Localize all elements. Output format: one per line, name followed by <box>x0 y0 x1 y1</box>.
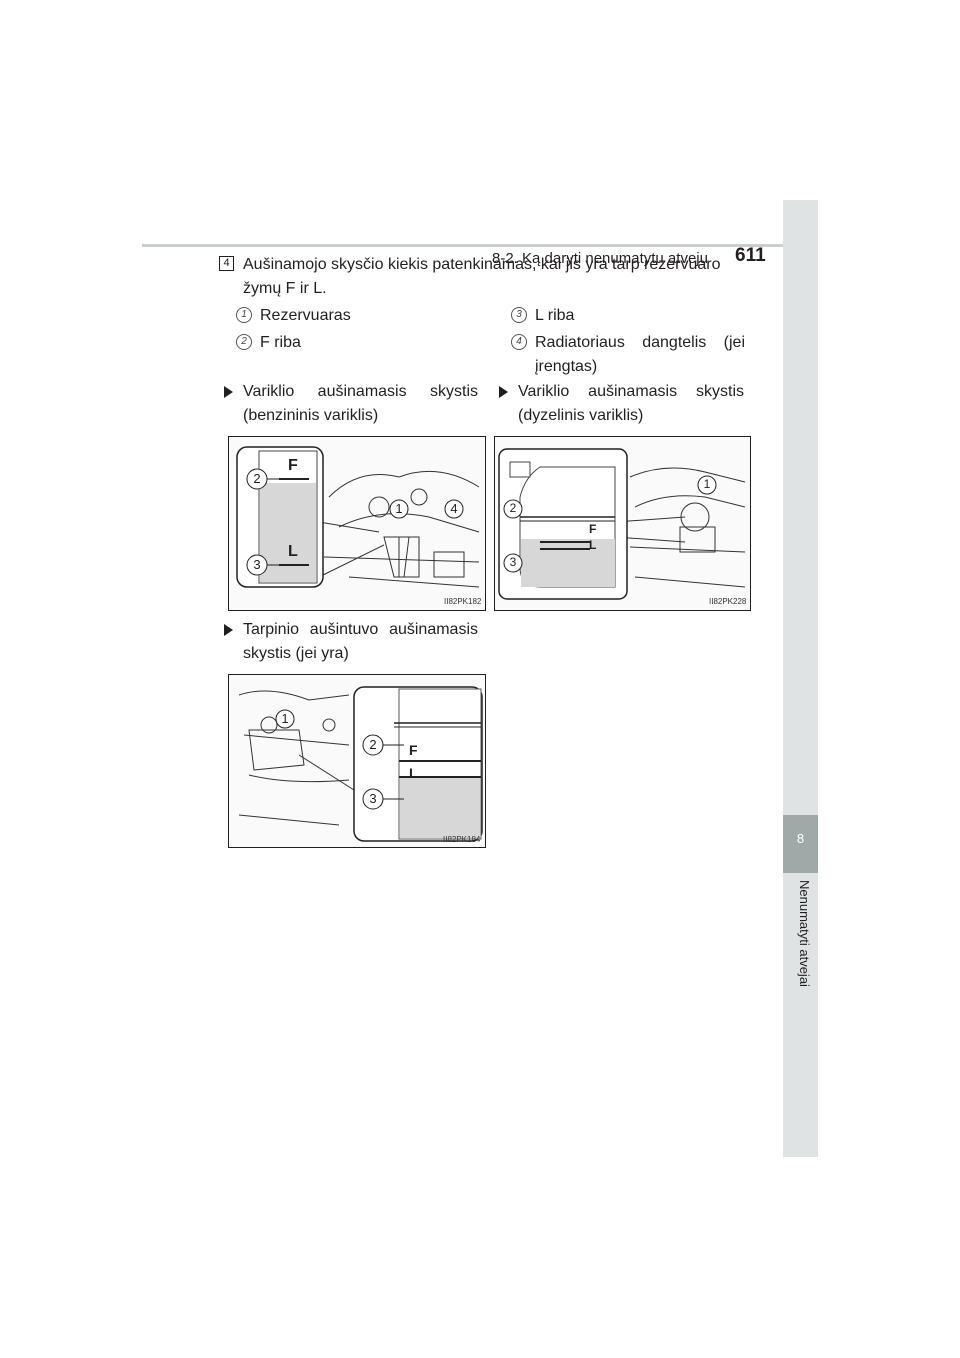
header-rule <box>142 244 818 247</box>
chapter-number-box <box>783 815 818 873</box>
callout-2: 2 <box>253 471 261 486</box>
chapter-label: Nenumatyti atvejai <box>797 880 812 987</box>
bullet-1-line2: (benzininis variklis) <box>243 407 379 424</box>
callout-1: 1 <box>281 711 289 726</box>
bullet-2-line1: Variklio aušinamasis skystis <box>518 383 744 400</box>
legend-text-2: F riba <box>260 334 301 351</box>
callout-1: 1 <box>703 477 711 491</box>
legend-number-1: 1 <box>236 307 252 323</box>
f-mark: F <box>409 742 418 758</box>
step-text-line1: Aušinamojo skysčio kiekis patenkinamas, … <box>243 256 721 273</box>
callout-3: 3 <box>509 555 517 569</box>
callout-2: 2 <box>369 737 377 752</box>
legend-text-3: L riba <box>535 307 575 324</box>
step-number-box: 4 <box>219 256 234 271</box>
figure-code: II82PK182 <box>444 597 482 606</box>
step-text-line2: žymų F ir L. <box>243 280 327 297</box>
l-mark: L <box>589 538 597 552</box>
legend-number-4: 4 <box>511 334 527 350</box>
callout-3: 3 <box>369 791 377 806</box>
callout-1: 1 <box>395 501 403 516</box>
figure-intercooler: F L 2 3 1 II82PK184 <box>228 674 486 848</box>
legend-number-3: 3 <box>511 307 527 323</box>
f-mark: F <box>589 522 597 536</box>
bullet-triangle-icon <box>224 386 233 398</box>
bullet-2-line2: (dyzelinis variklis) <box>518 407 644 424</box>
figure-diesel-engine: F L 2 3 1 II82PK228 <box>494 436 751 611</box>
figure-code: II82PK184 <box>443 835 481 844</box>
legend-text-4-line1: Radiatoriaus dangtelis (jei <box>535 334 745 351</box>
bullet-1-line1: Variklio aušinamasis skystis <box>243 383 478 400</box>
page-number: 611 <box>735 245 766 266</box>
engine-illustration <box>498 448 746 600</box>
legend-text-1: Rezervuaras <box>260 307 351 324</box>
intercooler-illustration <box>238 686 483 842</box>
legend-number-2: 2 <box>236 334 252 350</box>
callout-3: 3 <box>253 557 261 572</box>
section-title: 8-2. Ką daryti nenumatytu atveju <box>492 250 708 267</box>
figure-code: II82PK228 <box>709 597 747 606</box>
callout-2: 2 <box>509 501 517 515</box>
l-mark: L <box>409 765 418 781</box>
bullet-triangle-icon <box>224 624 233 636</box>
figure-petrol-engine: F L 2 3 1 4 II82PK182 <box>228 436 486 611</box>
legend-text-4-line2: įrengtas) <box>535 358 598 375</box>
chapter-number: 8 <box>796 831 805 846</box>
bullet-3-line2: skystis (jei yra) <box>243 645 349 662</box>
chapter-side-tab <box>783 200 818 1157</box>
f-mark: F <box>288 457 298 474</box>
bullet-triangle-icon <box>499 386 508 398</box>
l-mark: L <box>288 543 298 560</box>
bullet-3-line1: Tarpinio aušintuvo aušinamasis <box>243 621 478 638</box>
engine-illustration <box>236 446 480 588</box>
callout-4: 4 <box>450 501 458 516</box>
